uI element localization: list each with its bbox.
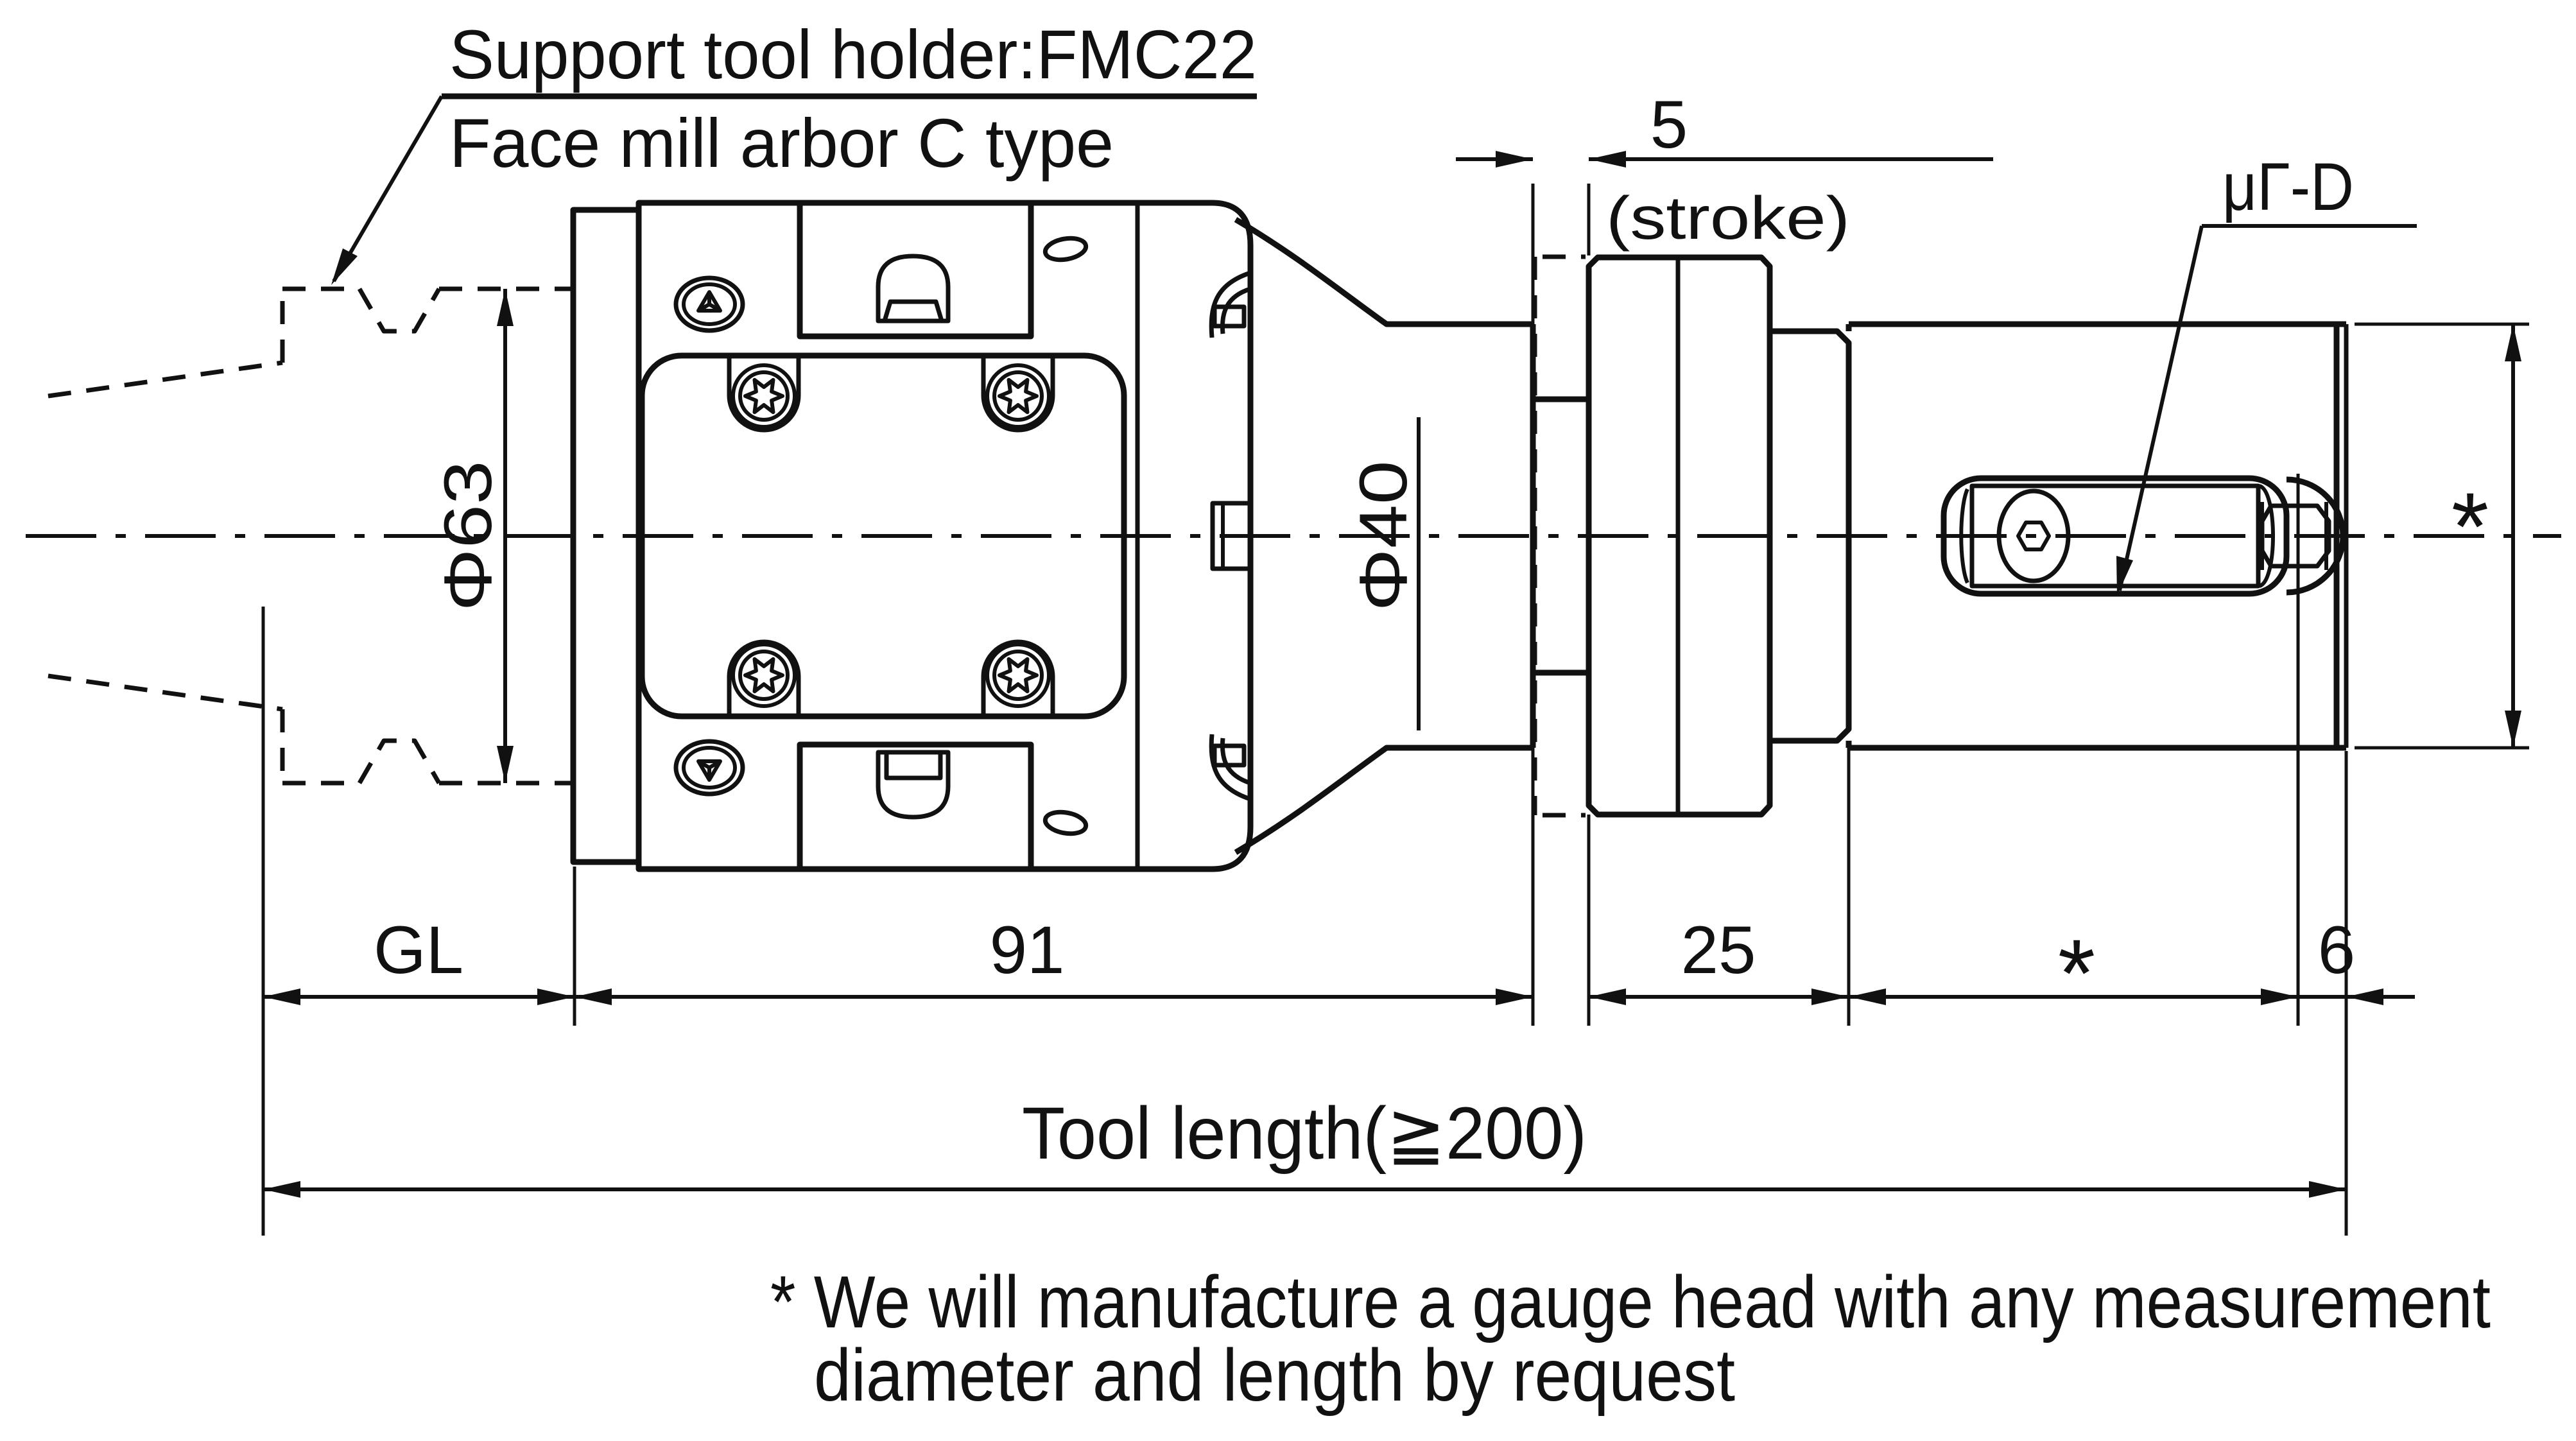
step-cylinder bbox=[1770, 328, 1852, 744]
dia40-dimension: Φ40 bbox=[1346, 417, 1421, 730]
spindle-taper-hidden-outline bbox=[48, 286, 573, 786]
body-outline bbox=[635, 200, 1254, 872]
arbor-type-label: Face mill arbor C type bbox=[449, 104, 1114, 182]
note: * We will manufacture a gauge head with … bbox=[770, 1261, 2491, 1417]
gauge-model-label: μΓ-D bbox=[2222, 150, 2354, 225]
stroke-dimension: 5 (stroke) bbox=[1456, 87, 1993, 1026]
dia40-label: Φ40 bbox=[1346, 461, 1421, 612]
socket-screw-icon bbox=[1996, 488, 2071, 583]
screw-pocket bbox=[981, 356, 1055, 433]
bottom-clamp-pocket bbox=[797, 741, 1034, 869]
gauge-head bbox=[1941, 475, 2346, 597]
gauge-model-callout: μΓ-D bbox=[2116, 150, 2417, 596]
dim6-label: 6 bbox=[2318, 913, 2355, 988]
top-clamp-pocket bbox=[797, 203, 1034, 340]
tool-length-dimension: Tool length(≧200) bbox=[263, 1092, 2346, 1198]
right-edge-clip-bottom bbox=[1209, 734, 1252, 802]
neck-section bbox=[1533, 396, 1589, 676]
slot-ellipse bbox=[1042, 236, 1089, 263]
screw-pocket bbox=[727, 639, 801, 716]
support-holder-label: Support tool holder:FMC22 bbox=[449, 15, 1257, 93]
bullet-cap bbox=[2286, 476, 2346, 596]
arbor-body bbox=[570, 200, 1254, 872]
slot-ellipse bbox=[1042, 809, 1089, 836]
stroke-caption-label: (stroke) bbox=[1606, 184, 1850, 252]
gl-label: GL bbox=[374, 913, 463, 988]
screw-pocket bbox=[727, 356, 801, 433]
gauge-insert bbox=[1969, 483, 2261, 589]
star-diameter-label: * bbox=[2451, 472, 2489, 580]
bottom-dimensions: GL 91 25 * 6 bbox=[261, 474, 2415, 1236]
insert-plate bbox=[639, 352, 1127, 720]
tool-length-label: Tool length(≧200) bbox=[1022, 1092, 1587, 1175]
star-diameter-dimension: * bbox=[2355, 322, 2529, 750]
dim25-label: 25 bbox=[1681, 913, 1756, 988]
stroke-value-label: 5 bbox=[1650, 87, 1688, 162]
coupling-block bbox=[1586, 254, 1773, 818]
gauge-slot bbox=[1941, 475, 2290, 597]
dia63-dimension: Φ63 bbox=[431, 289, 514, 783]
screw-pocket bbox=[981, 639, 1055, 716]
title-callout: Support tool holder:FMC22 Face mill arbo… bbox=[331, 15, 1257, 285]
right-edge-key-tab bbox=[1210, 501, 1253, 571]
dim91-label: 91 bbox=[990, 913, 1065, 988]
dim-star-label: * bbox=[2058, 919, 2095, 1027]
right-edge-clip-top bbox=[1209, 270, 1252, 338]
dia63-label: Φ63 bbox=[431, 461, 506, 612]
hex-socket-icon bbox=[2016, 521, 2051, 551]
note-line2: diameter and length by request bbox=[814, 1334, 1735, 1417]
stroke-retracted-outline bbox=[1532, 254, 1586, 818]
note-line1: * We will manufacture a gauge head with … bbox=[770, 1261, 2491, 1343]
gauge-cylinder bbox=[1846, 321, 2349, 751]
